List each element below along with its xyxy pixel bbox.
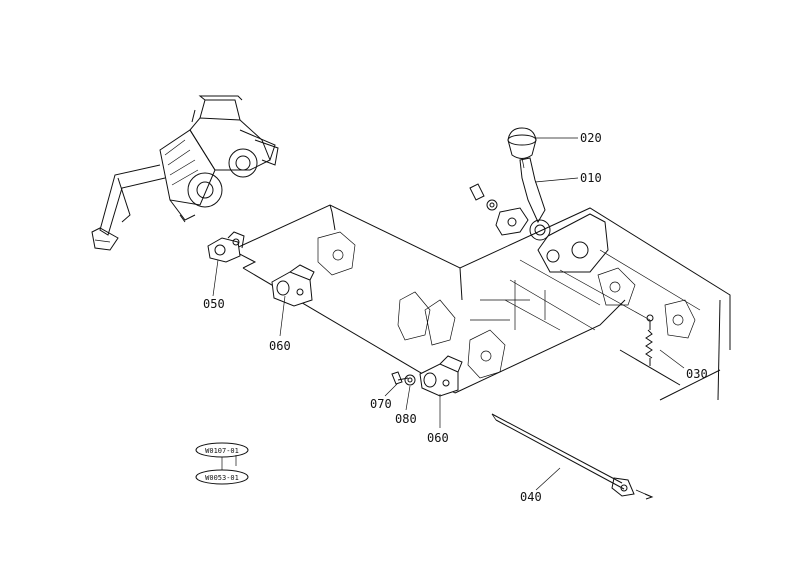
callout-030: 030: [686, 367, 708, 381]
washer-bolt-near-lever: [469, 183, 498, 211]
bracket-060-upper[interactable]: [271, 264, 315, 307]
callout-050: 050: [203, 297, 225, 311]
callout-020: 020: [580, 131, 602, 145]
callout-070: 070: [370, 397, 392, 411]
ref-code-2: W0053-01: [205, 474, 239, 482]
knob-020[interactable]: [507, 127, 537, 169]
ref-code-1: W0107-01: [205, 447, 239, 455]
rod-040[interactable]: [491, 413, 654, 500]
callout-010: 010: [580, 171, 602, 185]
callout-080: 080: [395, 412, 417, 426]
callout-labels: 020 010 030 040 050 060 060 070 080: [203, 131, 708, 504]
washer-080[interactable]: [404, 374, 416, 386]
lever-010[interactable]: [495, 157, 609, 273]
bolt-070[interactable]: [391, 371, 409, 385]
backhoe-tractor-thumbnail: [91, 95, 279, 251]
callout-060-lower: 060: [427, 431, 449, 445]
bracket-060-lower[interactable]: [419, 355, 463, 397]
callout-040: 040: [520, 490, 542, 504]
leader-lines: [212, 137, 685, 491]
reference-codes: W0107-01 W0053-01: [195, 442, 249, 485]
callout-060-upper: 060: [269, 339, 291, 353]
spring-030[interactable]: [645, 314, 654, 366]
floor-plate: [231, 204, 731, 401]
bracket-050[interactable]: [207, 231, 245, 263]
phantom-brackets: [317, 231, 696, 379]
